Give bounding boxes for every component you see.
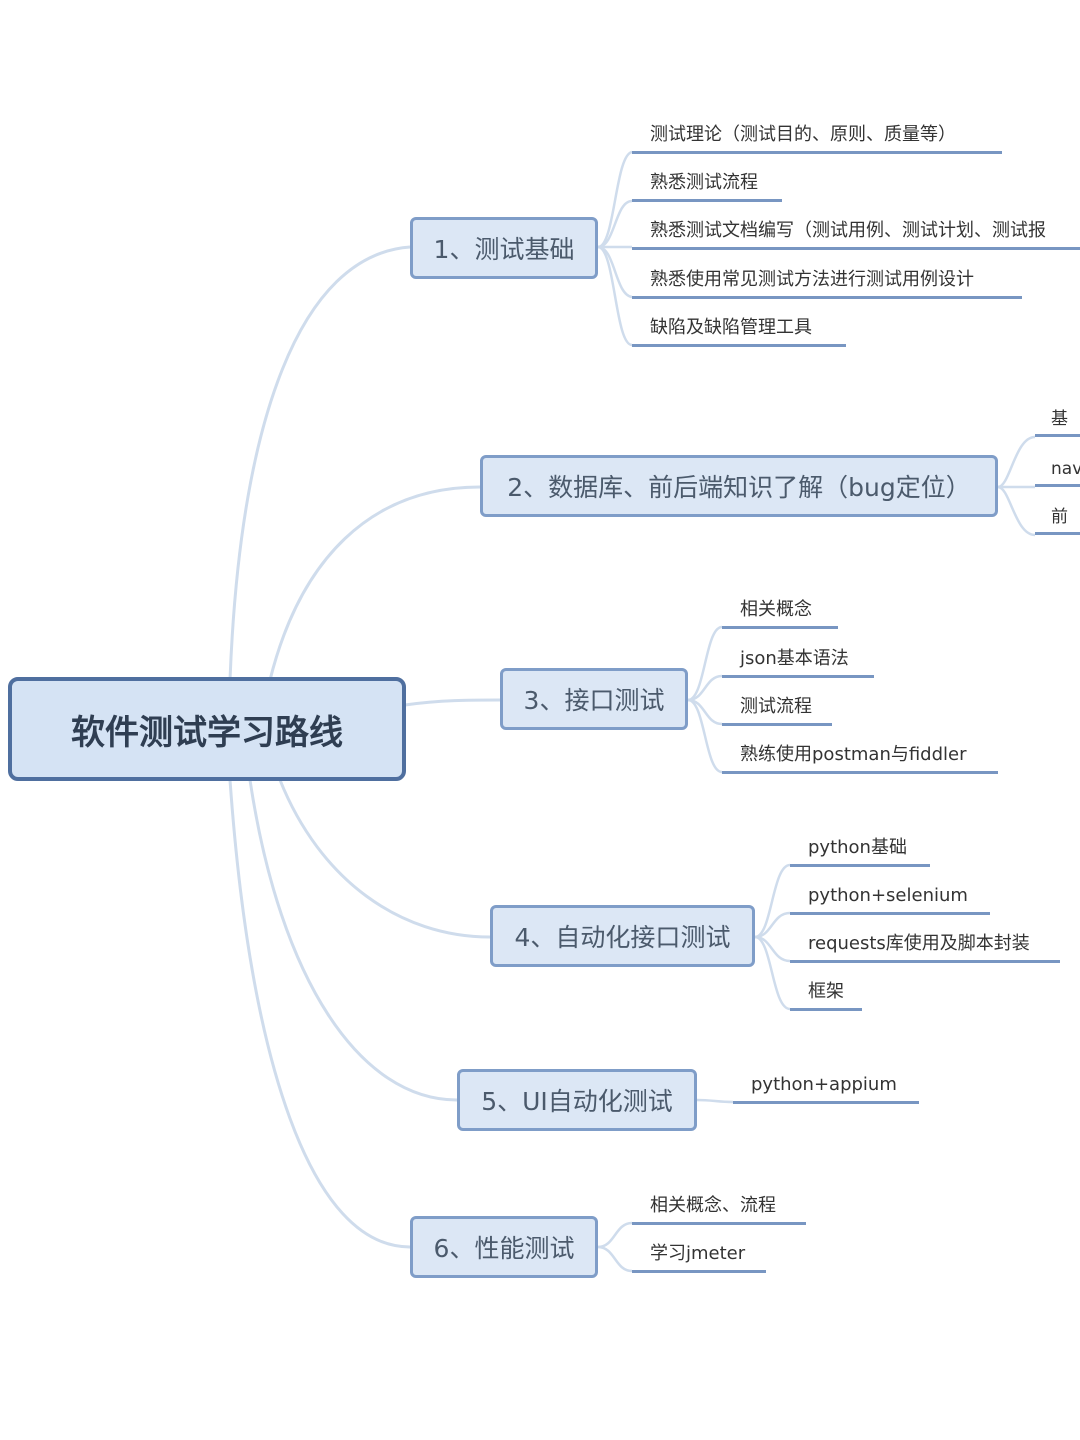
leaf-node[interactable]: 前 bbox=[1035, 503, 1080, 535]
branch-label: 4、自动化接口测试 bbox=[514, 923, 731, 952]
branch-node-testing-basics[interactable]: 1、测试基础 bbox=[410, 217, 598, 279]
root-node-label: 软件测试学习路线 bbox=[71, 712, 343, 753]
leaf-node[interactable]: 熟悉使用常见测试方法进行测试用例设计 bbox=[632, 265, 1022, 299]
branch-label: 2、数据库、前后端知识了解（bug定位） bbox=[507, 473, 971, 502]
leaf-node[interactable]: python+selenium bbox=[790, 881, 990, 915]
leaf-node[interactable]: 基 bbox=[1035, 405, 1080, 437]
leaf-node[interactable]: 相关概念、流程 bbox=[632, 1191, 806, 1225]
leaf-node[interactable]: 熟悉测试流程 bbox=[632, 168, 782, 202]
leaf-node[interactable]: 相关概念 bbox=[722, 595, 838, 629]
leaf-node[interactable]: requests库使用及脚本封装 bbox=[790, 929, 1060, 963]
leaf-node[interactable]: json基本语法 bbox=[722, 644, 874, 678]
leaf-node[interactable]: 熟练使用postman与fiddler bbox=[722, 740, 998, 774]
branch-node-ui-automation[interactable]: 5、UI自动化测试 bbox=[457, 1069, 697, 1131]
branch-label: 3、接口测试 bbox=[523, 686, 665, 715]
branch-label: 6、性能测试 bbox=[433, 1234, 575, 1263]
leaf-node[interactable]: nav bbox=[1035, 455, 1080, 487]
leaf-node[interactable]: 框架 bbox=[790, 977, 862, 1011]
leaf-node[interactable]: 测试理论（测试目的、原则、质量等） bbox=[632, 120, 1002, 154]
branch-node-database-frontend-backend[interactable]: 2、数据库、前后端知识了解（bug定位） bbox=[480, 455, 998, 517]
branch-label: 1、测试基础 bbox=[433, 235, 575, 264]
leaf-node[interactable]: 学习jmeter bbox=[632, 1239, 766, 1273]
leaf-node[interactable]: 熟悉测试文档编写（测试用例、测试计划、测试报 bbox=[632, 216, 1080, 250]
branch-node-api-automation[interactable]: 4、自动化接口测试 bbox=[490, 905, 755, 967]
branch-node-api-testing[interactable]: 3、接口测试 bbox=[500, 668, 688, 730]
branch-label: 5、UI自动化测试 bbox=[481, 1087, 673, 1116]
leaf-node[interactable]: 测试流程 bbox=[722, 692, 832, 726]
leaf-node[interactable]: 缺陷及缺陷管理工具 bbox=[632, 313, 846, 347]
root-node[interactable]: 软件测试学习路线 bbox=[8, 677, 406, 781]
leaf-node[interactable]: python+appium bbox=[733, 1070, 919, 1104]
branch-node-performance-testing[interactable]: 6、性能测试 bbox=[410, 1216, 598, 1278]
leaf-node[interactable]: python基础 bbox=[790, 833, 930, 867]
